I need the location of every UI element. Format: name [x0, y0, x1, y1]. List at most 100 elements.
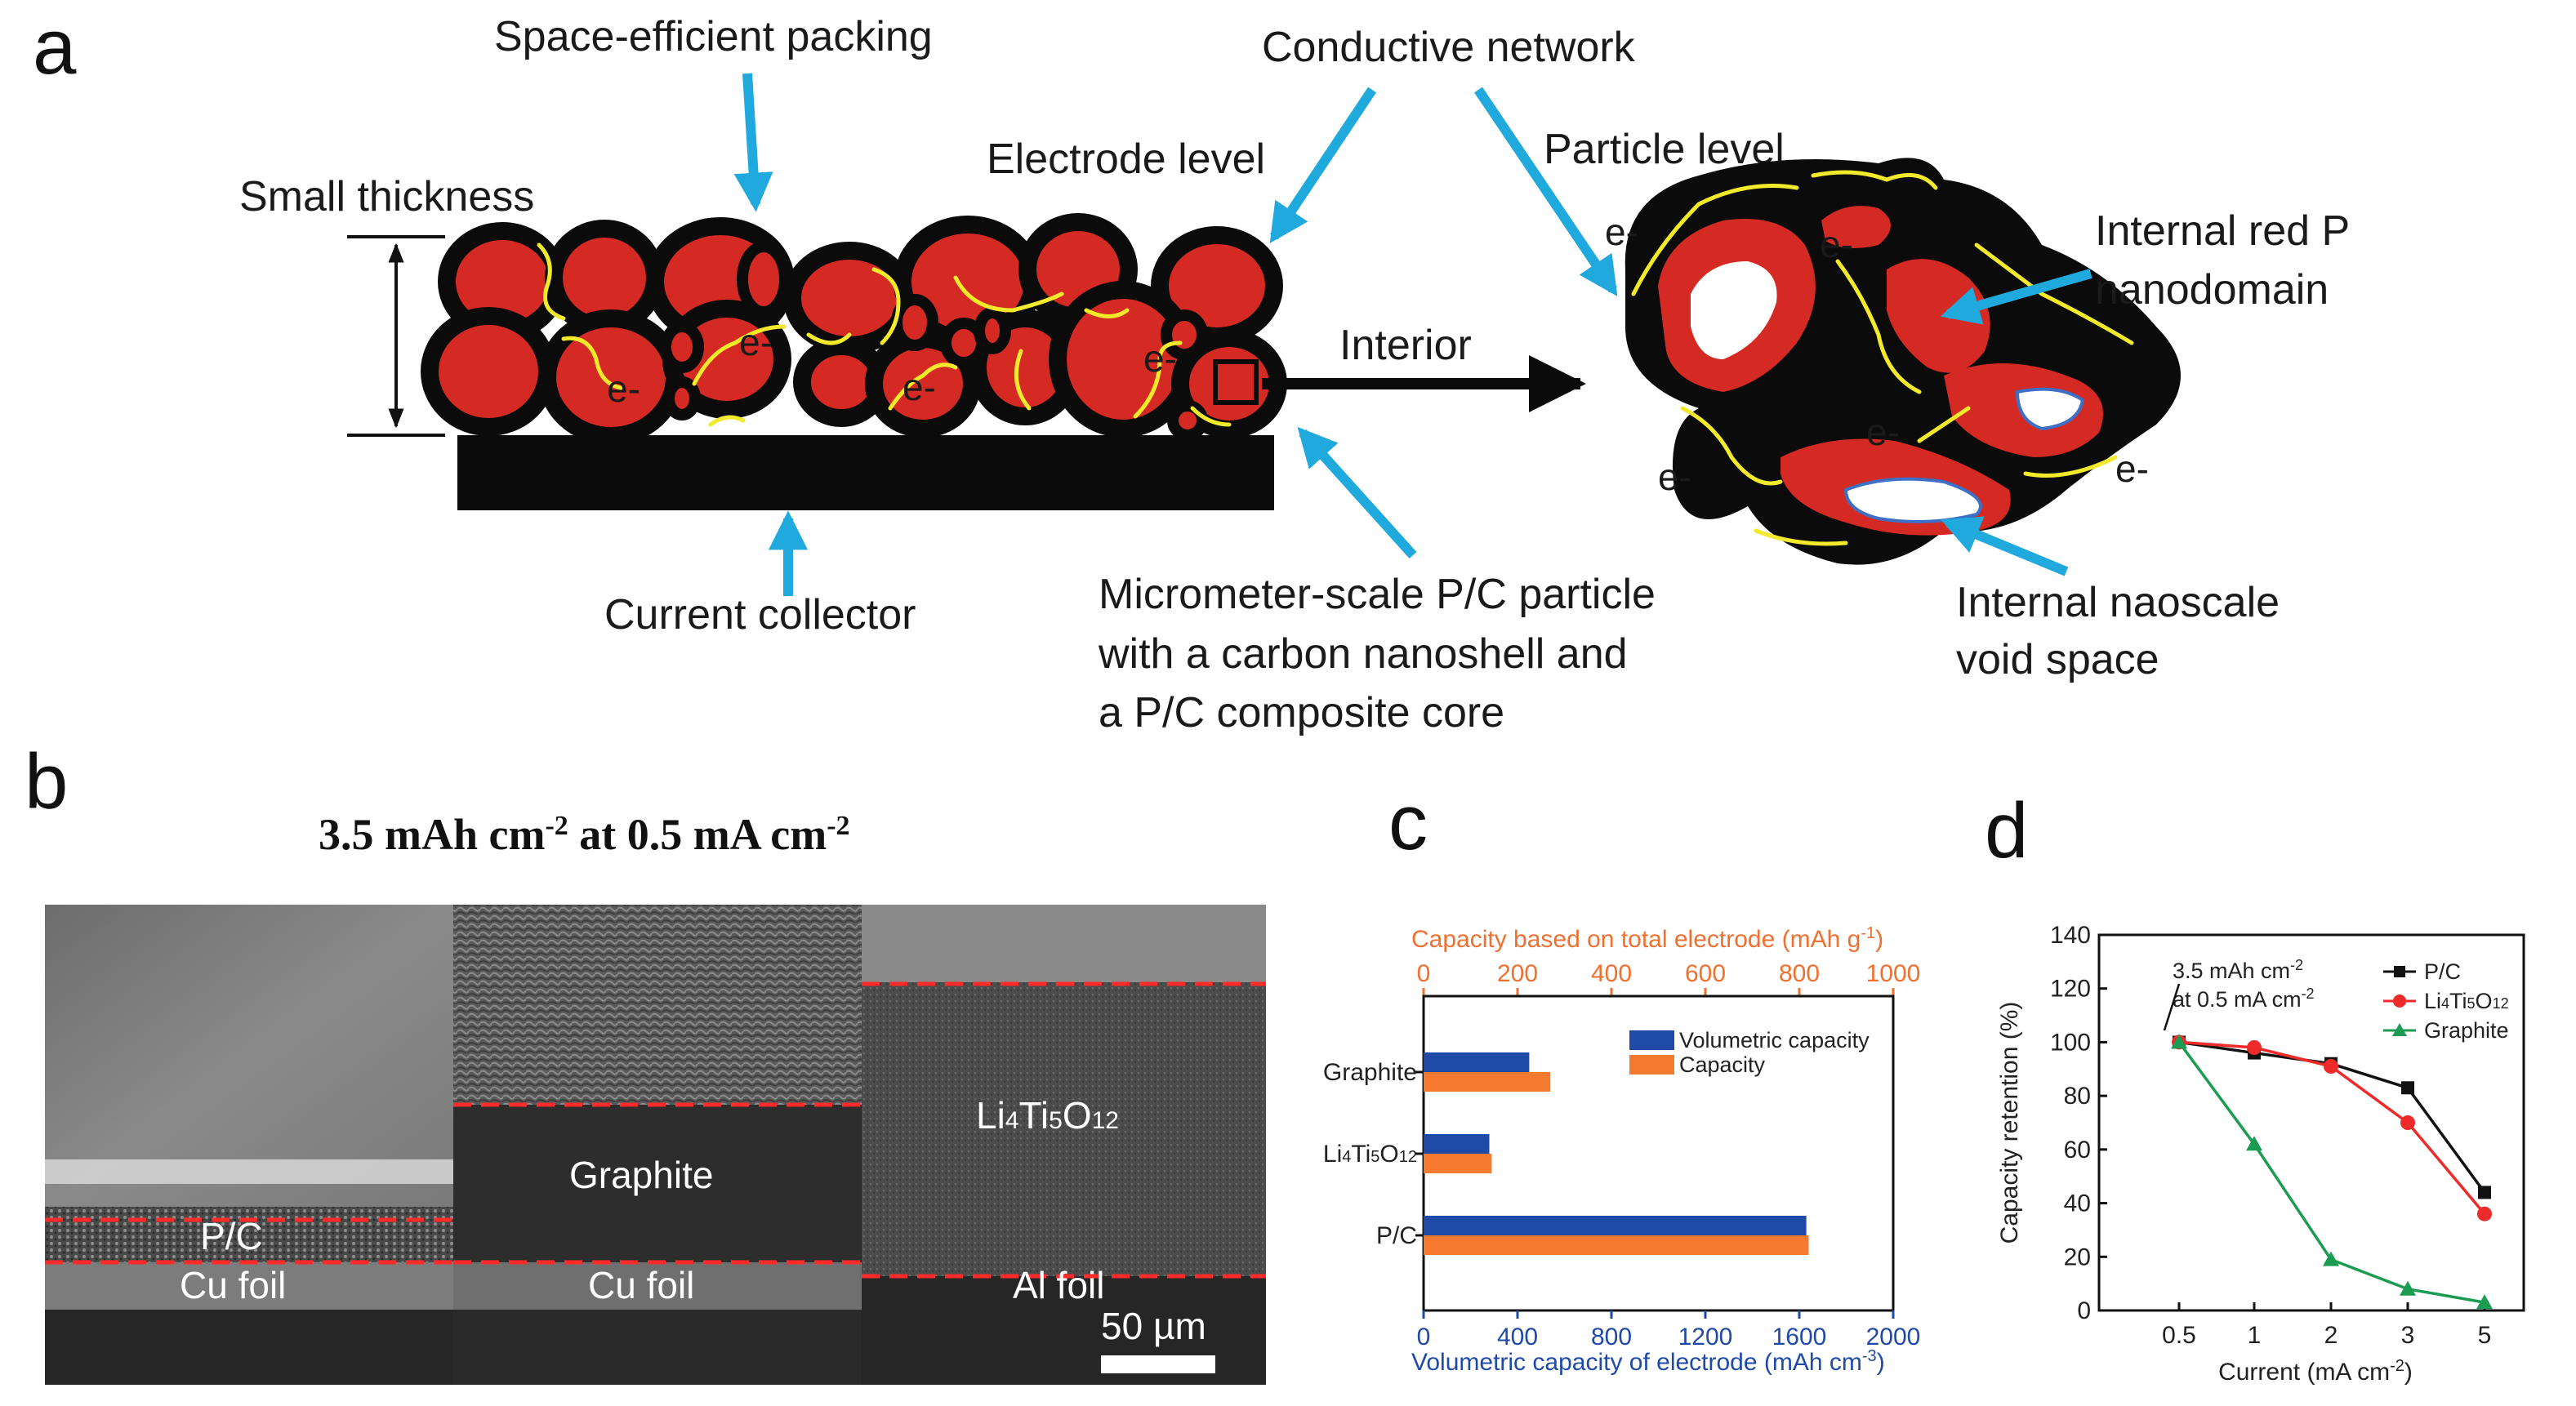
- y-tick-label: 0: [2077, 1297, 2091, 1324]
- bar-volumetric-0: [1424, 1052, 1530, 1072]
- bottom-tick-label: 2000: [1866, 1324, 1921, 1350]
- sem-cu-foil-2: [453, 1262, 862, 1310]
- electron-label: e-: [1658, 456, 1691, 498]
- sem-al-foil-label: Al foil: [1013, 1264, 1104, 1306]
- data-point-triangle: [2323, 1251, 2339, 1266]
- panel-c: c Capacity based on total electrode (mAh…: [1323, 779, 1920, 1376]
- chart-c-legend: Volumetric capacity Capacity: [1629, 1028, 1870, 1077]
- legend-swatch-capacity: [1629, 1055, 1674, 1075]
- electron-label: e-: [1866, 411, 1900, 453]
- y-tick-label: 100: [2050, 1029, 2091, 1056]
- category-label-lto: Li4Ti5O12: [1323, 1141, 1417, 1168]
- y-tick-label: 40: [2064, 1190, 2091, 1217]
- data-point-triangle: [2400, 1280, 2416, 1296]
- y-tick-label: 140: [2050, 922, 2091, 949]
- legend-label-volumetric: Volumetric capacity: [1679, 1028, 1870, 1052]
- sem-pc-background: [45, 905, 453, 1207]
- micrometer-particle-arrow: [1297, 426, 1417, 559]
- legend-marker-pc: [2394, 966, 2405, 977]
- top-axis-label: Capacity based on total electrode (mAh g…: [1411, 924, 1883, 953]
- top-tick-label: 200: [1497, 960, 1538, 987]
- bar-volumetric-2: [1424, 1216, 1807, 1235]
- particle-interior-network: e- e- e- e- e-: [1605, 158, 2181, 565]
- bar-capacity-0: [1424, 1072, 1551, 1092]
- data-point-triangle: [2171, 1034, 2187, 1049]
- top-tick-label: 600: [1685, 960, 1726, 987]
- conductive-arrow-particle: [1474, 87, 1618, 296]
- top-tick-label: 0: [1417, 960, 1431, 987]
- chart-d-legend: P/C Li4Ti5O12 Graphite: [2383, 959, 2509, 1043]
- electron-label: e-: [739, 321, 773, 363]
- legend-label-graphite: Graphite: [2424, 1018, 2509, 1043]
- electrode-level-label: Electrode level: [987, 136, 1265, 183]
- sem-pc-layer: [45, 1207, 453, 1262]
- scale-bar: [1101, 1355, 1215, 1373]
- sem-pc-label: P/C: [200, 1215, 263, 1257]
- bar-group: [1415, 1052, 1809, 1255]
- y-tick-label: 20: [2064, 1244, 2091, 1270]
- electron-label: e-: [607, 367, 640, 410]
- bottom-tick-label: 400: [1497, 1324, 1538, 1350]
- y-axis-label: Capacity retention (%): [1996, 1002, 2023, 1244]
- panel-letter-a: a: [33, 3, 77, 91]
- sem-lto-top: [862, 905, 1266, 982]
- electron-label: e-: [2115, 447, 2149, 490]
- space-efficient-label: Space-efficient packing: [494, 13, 933, 60]
- x-tick-label: 2: [2324, 1322, 2338, 1349]
- bar-volumetric-1: [1424, 1134, 1490, 1154]
- electrode-particles: e- e- e- e-: [421, 213, 1287, 445]
- data-point-triangle: [2246, 1136, 2262, 1151]
- y-tick-label: 120: [2050, 976, 2091, 1003]
- small-thickness-label: Small thickness: [239, 173, 534, 220]
- sem-lto-label: Li4Ti5O12: [976, 1094, 1119, 1137]
- data-point-circle: [2400, 1115, 2415, 1130]
- scale-bar-label: 50 µm: [1101, 1305, 1206, 1347]
- panel-a: a: [33, 3, 2350, 736]
- micrometer-label-line2: with a carbon nanoshell and: [1098, 630, 1628, 678]
- sem-title: 3.5 mAh cm-2 at 0.5 mA cm-2: [319, 810, 850, 859]
- bottom-tick-label: 1600: [1772, 1324, 1827, 1350]
- chart-d-annotation-line1: 3.5 mAh cm-2: [2173, 957, 2303, 983]
- x-tick-label: 0.5: [2162, 1322, 2196, 1349]
- panel-b: b 3.5 mAh cm-2 at 0.5 mA cm-2 P/C Cu foi…: [25, 738, 1266, 1385]
- legend-label-capacity: Capacity: [1679, 1052, 1766, 1077]
- panel-letter-c: c: [1388, 779, 1428, 866]
- sem-cu-foil-2-label: Cu foil: [588, 1264, 694, 1306]
- category-label-pc: P/C: [1376, 1222, 1417, 1249]
- void-space-arrow: [1941, 516, 2069, 576]
- conductive-arrow-electrode: [1269, 87, 1376, 243]
- data-point-square: [2478, 1186, 2491, 1199]
- void-space-label-line1: Internal naoscale: [1956, 579, 2280, 626]
- annotation-pointer: [2163, 983, 2181, 1031]
- void-space-label-line2: void space: [1956, 636, 2159, 683]
- category-label-graphite: Graphite: [1323, 1059, 1417, 1086]
- sem-graphite-top: [453, 905, 862, 1105]
- x-tick-label: 1: [2248, 1322, 2262, 1349]
- sem-lto-layer: [862, 982, 1266, 1276]
- chart-d-annotation-line2: at 0.5 mA cm-2: [2173, 986, 2315, 1012]
- sem-image: P/C Cu foil Graphite Cu foil Li4Ti5O12 A…: [45, 905, 1266, 1385]
- y-tick-label: 80: [2064, 1083, 2091, 1110]
- bar-capacity-2: [1424, 1235, 1809, 1255]
- data-point-circle: [2247, 1040, 2262, 1055]
- line-series-group: [2171, 1034, 2493, 1310]
- legend-marker-lto: [2393, 994, 2406, 1008]
- current-collector-label: Current collector: [604, 591, 916, 638]
- sem-cu-foil-1-label: Cu foil: [180, 1264, 286, 1306]
- legend-label-pc: P/C: [2424, 959, 2461, 984]
- electron-label: e-: [902, 366, 936, 408]
- internal-red-p-label-line1: Internal red P: [2095, 207, 2350, 255]
- data-point-square: [2401, 1081, 2414, 1095]
- panel-letter-b: b: [25, 738, 68, 825]
- top-tick-label: 400: [1591, 960, 1632, 987]
- top-tick-label: 1000: [1866, 960, 1921, 987]
- sem-cu-foil-1: [45, 1262, 453, 1310]
- interior-label: Interior: [1339, 322, 1472, 369]
- legend-label-lto: Li4Ti5O12: [2424, 989, 2509, 1013]
- electron-label: e-: [1820, 223, 1853, 265]
- current-collector-bar: [457, 435, 1274, 510]
